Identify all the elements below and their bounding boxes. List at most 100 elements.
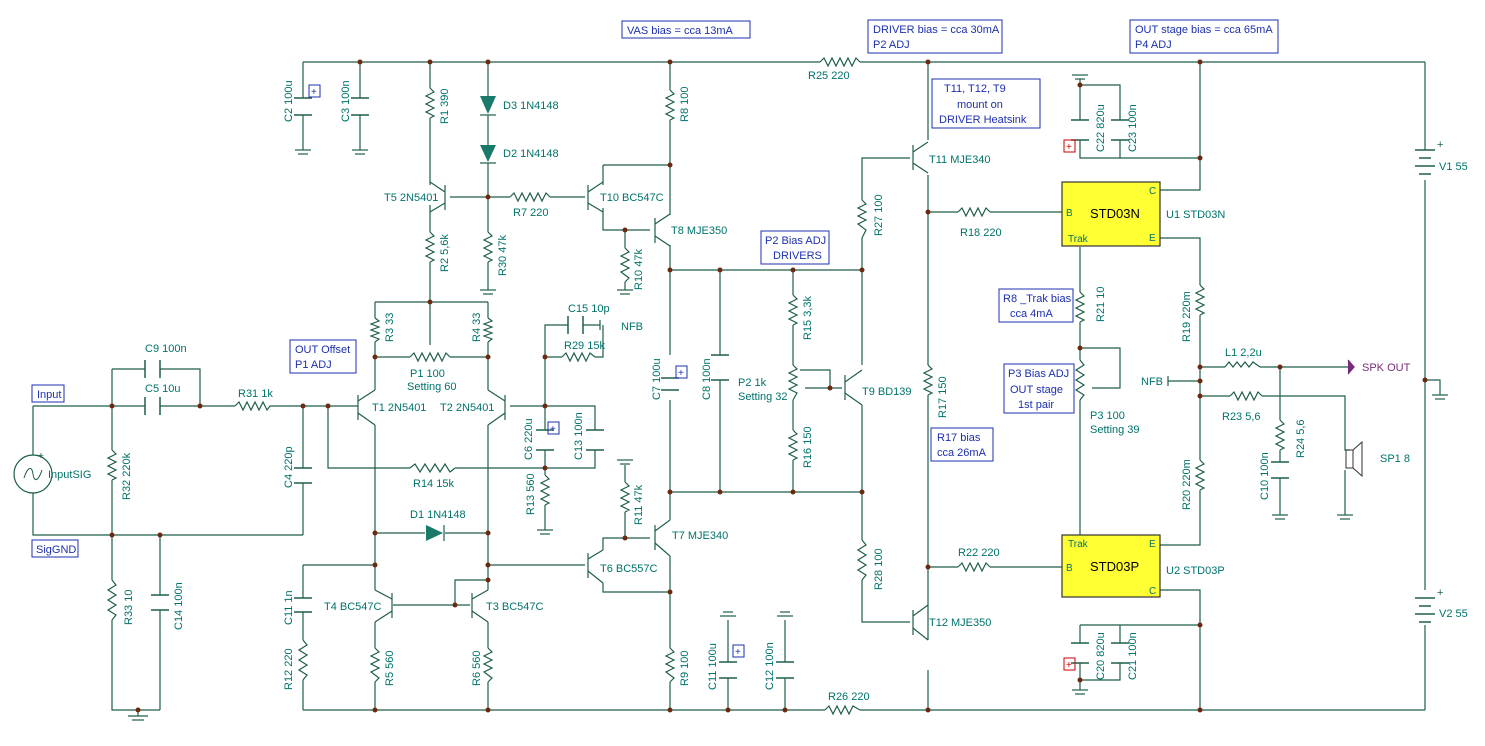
capacitor-c7 (661, 377, 679, 391)
label-c13: C13 100n (573, 412, 585, 460)
label-r27: R27 100 (873, 194, 885, 236)
inductor-l1 (1224, 361, 1261, 368)
signal-source-icon: + (13, 451, 53, 494)
capacitors (144, 97, 1289, 679)
note-r17-bias: R17 bias cca 26mA (930, 427, 994, 462)
polarity-markers: + + + + + + (308, 84, 1076, 671)
capacitor-c2 (294, 97, 312, 116)
label-r1: R1 390 (439, 89, 451, 124)
resistor-r13 (539, 474, 551, 506)
label-t2: T2 2N5401 (440, 402, 494, 414)
label-t11: T11 MJE340 (929, 154, 991, 166)
label-r25: R25 220 (808, 70, 850, 82)
ground-icon (777, 611, 793, 617)
svg-text:VAS bias = cca 13mA: VAS bias = cca 13mA (627, 25, 734, 37)
resistor-r15 (787, 294, 799, 326)
svg-text:B: B (1066, 208, 1073, 219)
speaker-icon (1345, 440, 1363, 478)
label-r22: R22 220 (958, 547, 1000, 559)
label-r12: R12 220 (283, 648, 295, 690)
resistors (106, 56, 1286, 716)
svg-text:Trak: Trak (1068, 539, 1089, 550)
label-inputsig: InputSIG (48, 469, 91, 481)
note-p3-bias: P3 Bias ADJ OUT stage 1st pair (1003, 363, 1075, 414)
label-r20: R20 220m (1181, 459, 1193, 510)
ic-u1-name: STD03N (1090, 206, 1140, 221)
svg-text:+: + (550, 424, 556, 435)
resistor-r16 (787, 429, 799, 461)
label-t5: T5 2N5401 (384, 192, 438, 204)
transistor-t7 (654, 519, 671, 557)
resistor-r17 (922, 364, 934, 396)
note-input: Input (31, 384, 65, 403)
svg-text:mount on: mount on (957, 99, 1003, 111)
svg-text:+: + (1066, 660, 1072, 671)
resistor-r22 (957, 561, 991, 573)
transistor-t8 (654, 213, 671, 247)
label-c12: C12 100n (764, 642, 776, 690)
resistor-r23 (1229, 390, 1263, 402)
svg-text:+: + (678, 368, 684, 379)
note-heatsink: T11, T12, T9 mount on DRIVER Heatsink (931, 78, 1041, 129)
label-c20: C20 820u (1095, 632, 1107, 680)
svg-text:E: E (1149, 539, 1156, 550)
supplies: + + (1415, 139, 1443, 623)
diode-d2 (480, 145, 496, 162)
label-c23: C23 100n (1127, 104, 1139, 152)
capacitor-c15 (567, 316, 584, 334)
label-u2: U2 STD03P (1166, 565, 1225, 577)
capacitor-c10 (1271, 461, 1289, 479)
capacitor-c11 (719, 661, 737, 679)
battery-v1: + (1415, 139, 1443, 175)
label-p1b: Setting 60 (407, 381, 457, 393)
label-r4: R4 33 (471, 313, 483, 342)
capacitor-c13 (586, 429, 604, 451)
svg-text:SigGND: SigGND (36, 544, 76, 556)
label-c22: C22 820u (1095, 104, 1107, 152)
label-p2a: P2 1k (738, 377, 767, 389)
capacitor-c6 (536, 429, 554, 451)
svg-text:P2 Bias ADJ: P2 Bias ADJ (765, 235, 826, 247)
label-r33: R33 10 (123, 590, 135, 625)
transistor-t3 (471, 589, 489, 623)
svg-text:R17 bias: R17 bias (937, 432, 981, 444)
resistor-r10 (619, 247, 631, 283)
capacitor-c5 (144, 397, 161, 415)
svg-text:+: + (1437, 587, 1443, 599)
capacitor-c3 (351, 97, 369, 116)
label-r15: R15 3,3k (802, 295, 814, 340)
label-u1: U1 STD03N (1166, 209, 1225, 221)
svg-text:OUT stage: OUT stage (1010, 384, 1063, 396)
label-d2: D2 1N4148 (503, 148, 559, 160)
ic-u1: STD03N C B E Trak (1061, 181, 1161, 247)
label-c2: C2 100u (283, 80, 295, 122)
resistor-r24 (1274, 419, 1286, 451)
svg-text:C: C (1149, 186, 1156, 197)
capacitor-c14 (151, 594, 169, 611)
diode-d3 (480, 96, 496, 114)
note-vas-bias: VAS bias = cca 13mA (621, 20, 751, 39)
label-d1: D1 1N4148 (410, 509, 466, 521)
svg-text:P3 Bias ADJ: P3 Bias ADJ (1008, 368, 1069, 380)
ic-u2-name: STD03P (1090, 559, 1139, 574)
transistor-t4 (374, 589, 393, 623)
diode-d1 (426, 525, 443, 541)
label-c14: C14 100n (173, 582, 185, 630)
label-c8: C8 100n (701, 358, 713, 400)
note-driver-bias: DRIVER bias = cca 30mA P2 ADJ (867, 19, 1003, 54)
resistor-r33 (106, 579, 118, 621)
label-c11: C11 100u (707, 643, 719, 690)
label-r16: R16 150 (802, 426, 814, 468)
label-r32: R32 220k (121, 452, 133, 500)
transistor-t9 (844, 369, 863, 406)
resistor-r26 (824, 704, 861, 716)
resistor-r9 (664, 647, 676, 683)
label-r23: R23 5,6 (1222, 411, 1261, 423)
label-c15: C15 10p (568, 303, 610, 315)
label-t10: T10 BC547C (600, 192, 664, 204)
nfb-connector-icon (599, 320, 1169, 386)
label-c10: C10 100n (1259, 452, 1271, 500)
transistor-t5 (429, 181, 446, 213)
capacitor-c8 (711, 354, 729, 381)
